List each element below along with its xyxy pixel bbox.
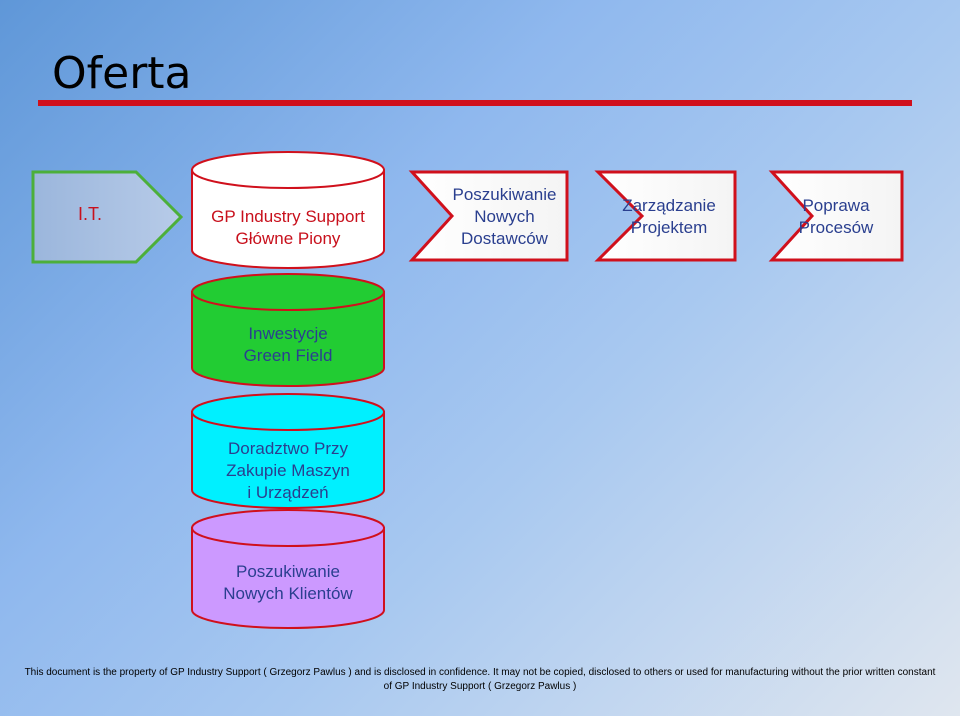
projekt-chevron-shape bbox=[594, 170, 737, 262]
page-title: Oferta bbox=[52, 48, 192, 99]
footer-line-2: of GP Industry Support ( Grzegorz Pawlus… bbox=[383, 681, 577, 692]
dostawcy-label: Poszukiwanie Nowych Dostawców bbox=[452, 185, 557, 248]
inwestycje-cylinder bbox=[191, 273, 385, 387]
doradztwo-label: Doradztwo Przy Zakupie Maszyn i Urządzeń bbox=[226, 439, 350, 502]
procesy-label: Poprawa Procesów bbox=[798, 196, 874, 237]
gp-label: GP Industry Support Główne Piony bbox=[211, 207, 365, 248]
confidentiality-footer: This document is the property of GP Indu… bbox=[0, 666, 960, 694]
procesy-chevron-shape bbox=[768, 170, 904, 262]
dostawcy-chevron-shape bbox=[408, 170, 569, 262]
gp-cylinder bbox=[191, 151, 385, 269]
it-label: I.T. bbox=[77, 204, 102, 224]
klienci-label: Poszukiwanie Nowych Klientów bbox=[223, 562, 353, 603]
klienci-cylinder bbox=[191, 509, 385, 629]
title-rule bbox=[38, 100, 912, 106]
footer-line-1: This document is the property of GP Indu… bbox=[24, 667, 936, 678]
projekt-label: Zarządzanie Projektem bbox=[622, 196, 716, 237]
it-arrow-shape bbox=[31, 170, 184, 264]
doradztwo-cylinder bbox=[191, 393, 385, 509]
inwestycje-label: Inwestycje Green Field bbox=[243, 324, 333, 365]
